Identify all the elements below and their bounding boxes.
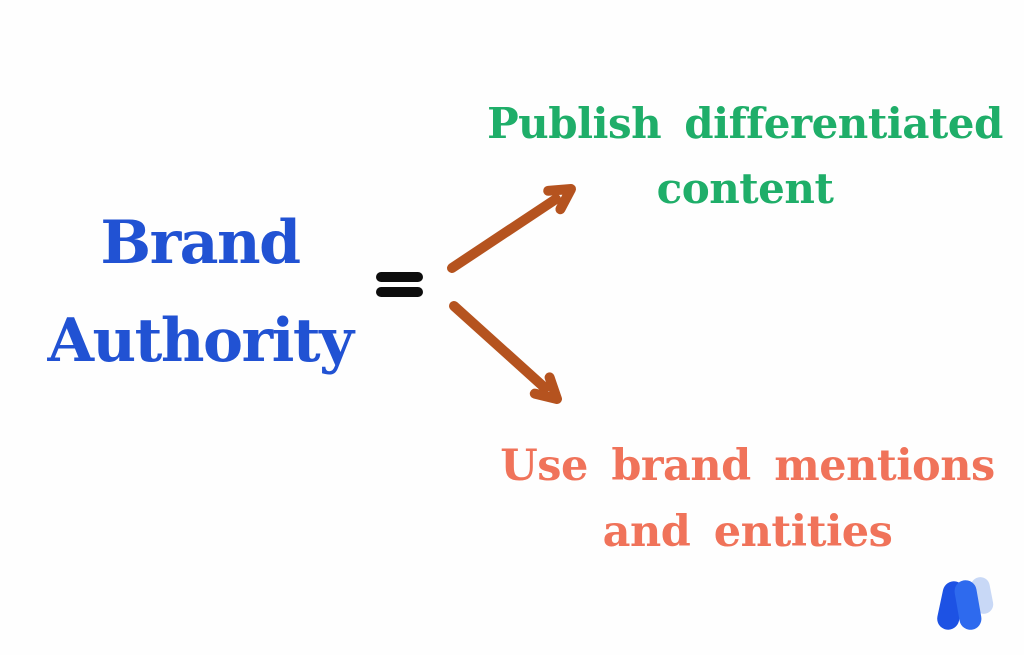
subject-line-2: Authority bbox=[47, 306, 354, 376]
outcome-brand-mentions-line-2: and entities bbox=[602, 507, 893, 557]
equals-bar-bottom bbox=[376, 287, 423, 297]
outcome-brand-mentions-line-1: Use brand mentions bbox=[500, 441, 995, 491]
equals-sign bbox=[376, 272, 423, 297]
equals-bar-top bbox=[376, 272, 423, 282]
outcome-publish-content-line-2: content bbox=[656, 164, 834, 213]
w-logo-icon bbox=[937, 577, 994, 630]
subject-line-1: Brand bbox=[100, 208, 301, 278]
outcome-publish-content: Publish differentiated content bbox=[480, 91, 1010, 221]
outcome-brand-mentions: Use brand mentions and entities bbox=[480, 433, 1015, 565]
arrow-down-right-icon bbox=[449, 301, 562, 404]
subject-title: Brand Authority bbox=[30, 194, 370, 390]
outcome-publish-content-line-1: Publish differentiated bbox=[487, 99, 1003, 148]
w-logo-capsule-mid bbox=[954, 580, 982, 630]
